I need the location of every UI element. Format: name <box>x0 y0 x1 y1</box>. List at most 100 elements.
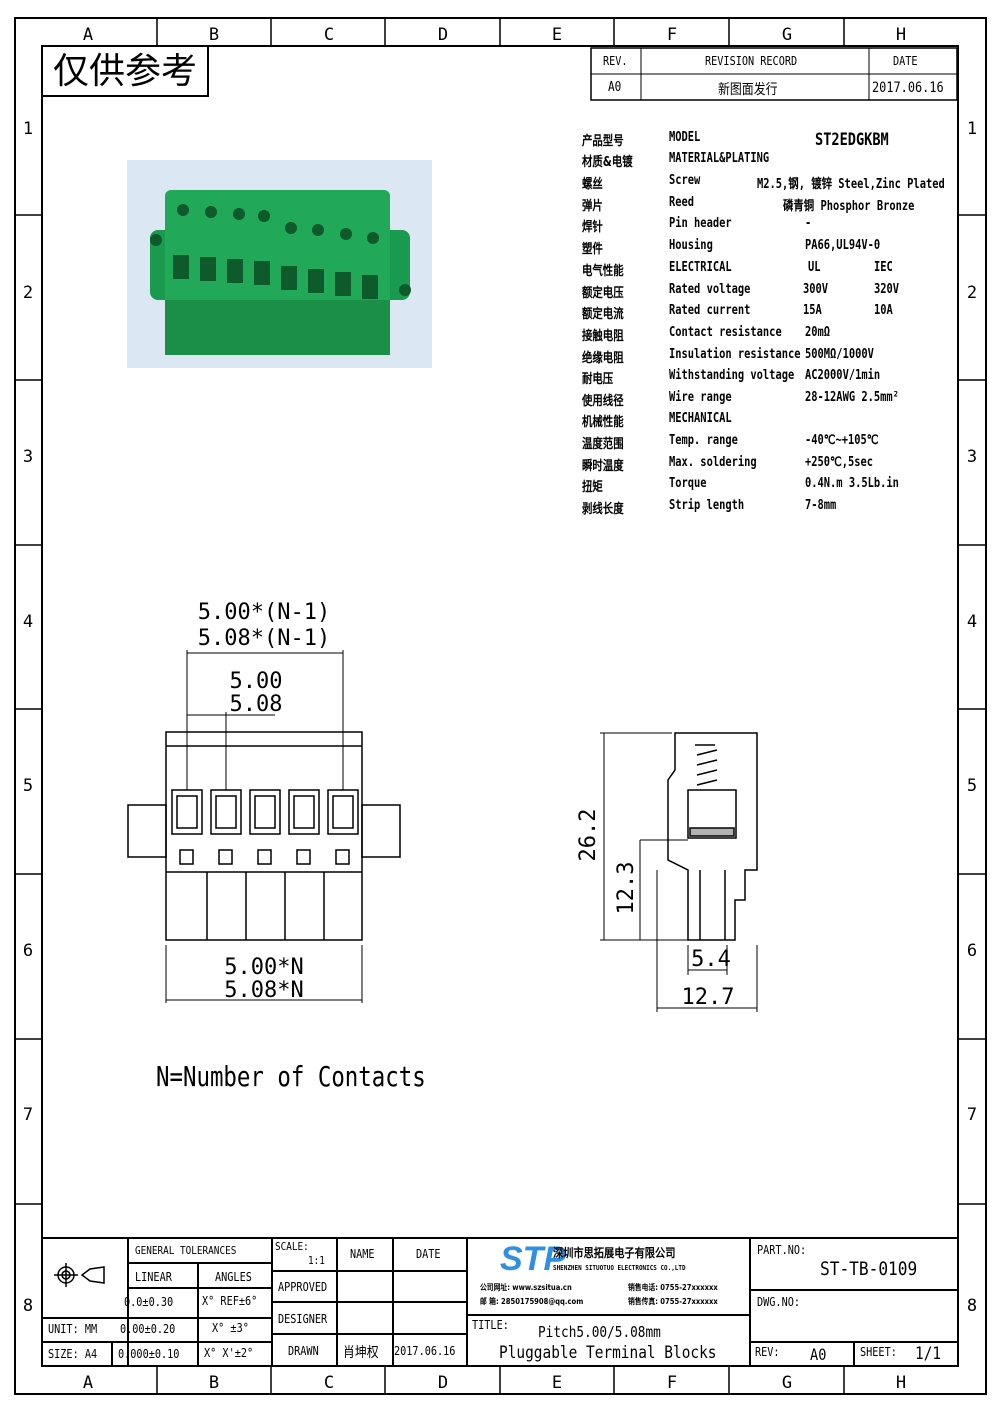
dim-height: 26.2 <box>576 809 601 862</box>
spec-value: 0.4N.m 3.5Lb.in <box>805 476 899 491</box>
spec-label-cn: 额定电压 <box>582 286 624 301</box>
spec-label-cn: 产品型号 <box>582 134 624 149</box>
name-header: NAME <box>350 1247 375 1261</box>
spec-label-en: MODEL <box>669 130 701 145</box>
spec-label-cn: 机械性能 <box>582 415 624 430</box>
spec-label-en: Screw <box>669 173 701 188</box>
reference-stamp: 仅供参考 <box>52 51 197 92</box>
spec-label-cn: 电气性能 <box>582 264 624 279</box>
dim-h2: 12.3 <box>614 862 639 915</box>
spec-label-en: Reed <box>669 195 695 210</box>
spec-value: UL <box>808 260 821 275</box>
drawn-name: 肖坤权 <box>343 1345 379 1361</box>
company-phone: 销售电话: 0755-27xxxxxx <box>628 1283 718 1292</box>
dim-w2: 12.7 <box>682 985 735 1010</box>
col-label: G <box>782 25 792 45</box>
spec-value: ST2EDGKBM <box>815 130 889 150</box>
linear-label: LINEAR <box>135 1270 172 1284</box>
row-label: 4 <box>23 612 33 632</box>
dim-width-b: 5.08*N <box>224 978 303 1003</box>
spec-label-en: Housing <box>669 238 713 253</box>
spec-label-en: Strip length <box>669 498 745 513</box>
rev-label-tb: REV: <box>755 1345 780 1359</box>
spec-label-en: Temp. range <box>669 433 738 448</box>
spec-value: 15A <box>803 303 822 318</box>
spec-label-en: MATERIAL&PLATING <box>669 151 770 166</box>
spec-label-en: Torque <box>669 476 707 491</box>
spec-value: PA66,UL94V-0 <box>805 238 881 253</box>
spec-label-en: Contact resistance <box>669 325 782 340</box>
tol-linear-2: 0.00±0.20 <box>120 1322 176 1336</box>
row-label: 3 <box>23 447 33 467</box>
col-label: B <box>209 25 219 45</box>
drawn-label: DRAWN <box>288 1344 319 1358</box>
row-label: 8 <box>967 1296 977 1316</box>
company-fax: 销售传真: 0755-27xxxxxx <box>628 1297 718 1306</box>
side-view <box>600 732 758 1012</box>
row-label: 5 <box>967 776 977 796</box>
revision-record: 新图面发行 <box>718 82 778 98</box>
rev-value: A0 <box>608 80 622 95</box>
approved-label: APPROVED <box>278 1280 328 1294</box>
dim-pitch-a: 5.00 <box>230 669 283 694</box>
company-name-en: SHENZHEN SITUOTUO ELECTRONICS CO.,LTD <box>553 1264 686 1272</box>
row-label: 2 <box>23 283 33 303</box>
spec-label-en: Pin header <box>669 216 732 231</box>
part-no: ST-TB-0109 <box>820 1258 918 1280</box>
tol-linear-3: 0.000±0.10 <box>118 1347 180 1361</box>
col-label: D <box>438 1373 448 1393</box>
spec-label-en: Rated voltage <box>669 282 751 297</box>
spec-value: 300V <box>803 282 829 297</box>
spec-label-cn: 绝缘电阻 <box>582 351 624 366</box>
row-label: 2 <box>967 283 977 303</box>
spec-label-en: MECHANICAL <box>669 411 732 426</box>
spec-value-2: 320V <box>874 282 900 297</box>
angles-label: ANGLES <box>215 1270 252 1284</box>
scale-label: SCALE: <box>275 1240 309 1253</box>
spec-label-en: Wire range <box>669 390 732 405</box>
spec-value: M2.5,钢, 镀锌 Steel,Zinc Plated <box>757 177 945 192</box>
spec-value: 500MΩ/1000V <box>805 347 874 362</box>
spec-label-en: Insulation resistance <box>669 347 801 362</box>
company-logo: STP <box>500 1240 566 1278</box>
spec-value: - <box>805 216 812 231</box>
row-label: 7 <box>967 1105 977 1125</box>
dim-pitch-n1-b: 5.08*(N-1) <box>198 626 330 651</box>
row-label: 8 <box>23 1296 33 1316</box>
spec-label-cn: 材质&电镀 <box>582 155 633 170</box>
col-label: C <box>324 1373 334 1393</box>
general-tolerances-label: GENERAL TOLERANCES <box>135 1244 237 1257</box>
row-label: 4 <box>967 612 977 632</box>
spec-value: AC2000V/1min <box>805 368 881 383</box>
spec-label-cn: 耐电压 <box>582 372 614 387</box>
spec-label-en: Withstanding voltage <box>669 368 795 383</box>
sheet-value: 1/1 <box>915 1344 942 1364</box>
spec-value-2: IEC <box>874 260 893 275</box>
date-header: DATE <box>416 1247 441 1261</box>
spec-label-en: Max. soldering <box>669 455 757 470</box>
tol-linear-1: 0.0±0.30 <box>124 1295 174 1309</box>
date-label: DATE <box>893 54 918 68</box>
spec-label-cn: 使用线径 <box>582 394 624 409</box>
row-label: 1 <box>967 119 977 139</box>
spec-value-2: 10A <box>874 303 893 318</box>
col-label: D <box>438 25 448 45</box>
front-dimensions: 5.00*(N-1) 5.08*(N-1) 5.00 5.08 5.00*N 5… <box>198 600 330 1003</box>
spec-label-cn: 瞬时温度 <box>582 459 624 474</box>
dim-width-a: 5.00*N <box>224 955 303 980</box>
front-view <box>127 650 401 1003</box>
tol-angle-2: X° ±3° <box>212 1321 249 1335</box>
title-line-2: Pluggable Terminal Blocks <box>499 1343 717 1363</box>
spec-label-cn: 额定电流 <box>582 307 624 322</box>
spec-label-cn: 螺丝 <box>582 177 603 192</box>
col-label: H <box>896 1373 906 1393</box>
spec-value: -40℃~+105℃ <box>805 433 879 448</box>
row-label: 3 <box>967 447 977 467</box>
company-name-cn: 深圳市思拓展电子有限公司 <box>553 1246 676 1260</box>
spec-label-cn: 焊针 <box>582 220 603 235</box>
size-label: SIZE: A4 <box>48 1347 98 1361</box>
part-no-label: PART.NO: <box>757 1243 807 1257</box>
scale-value: 1:1 <box>308 1254 325 1267</box>
